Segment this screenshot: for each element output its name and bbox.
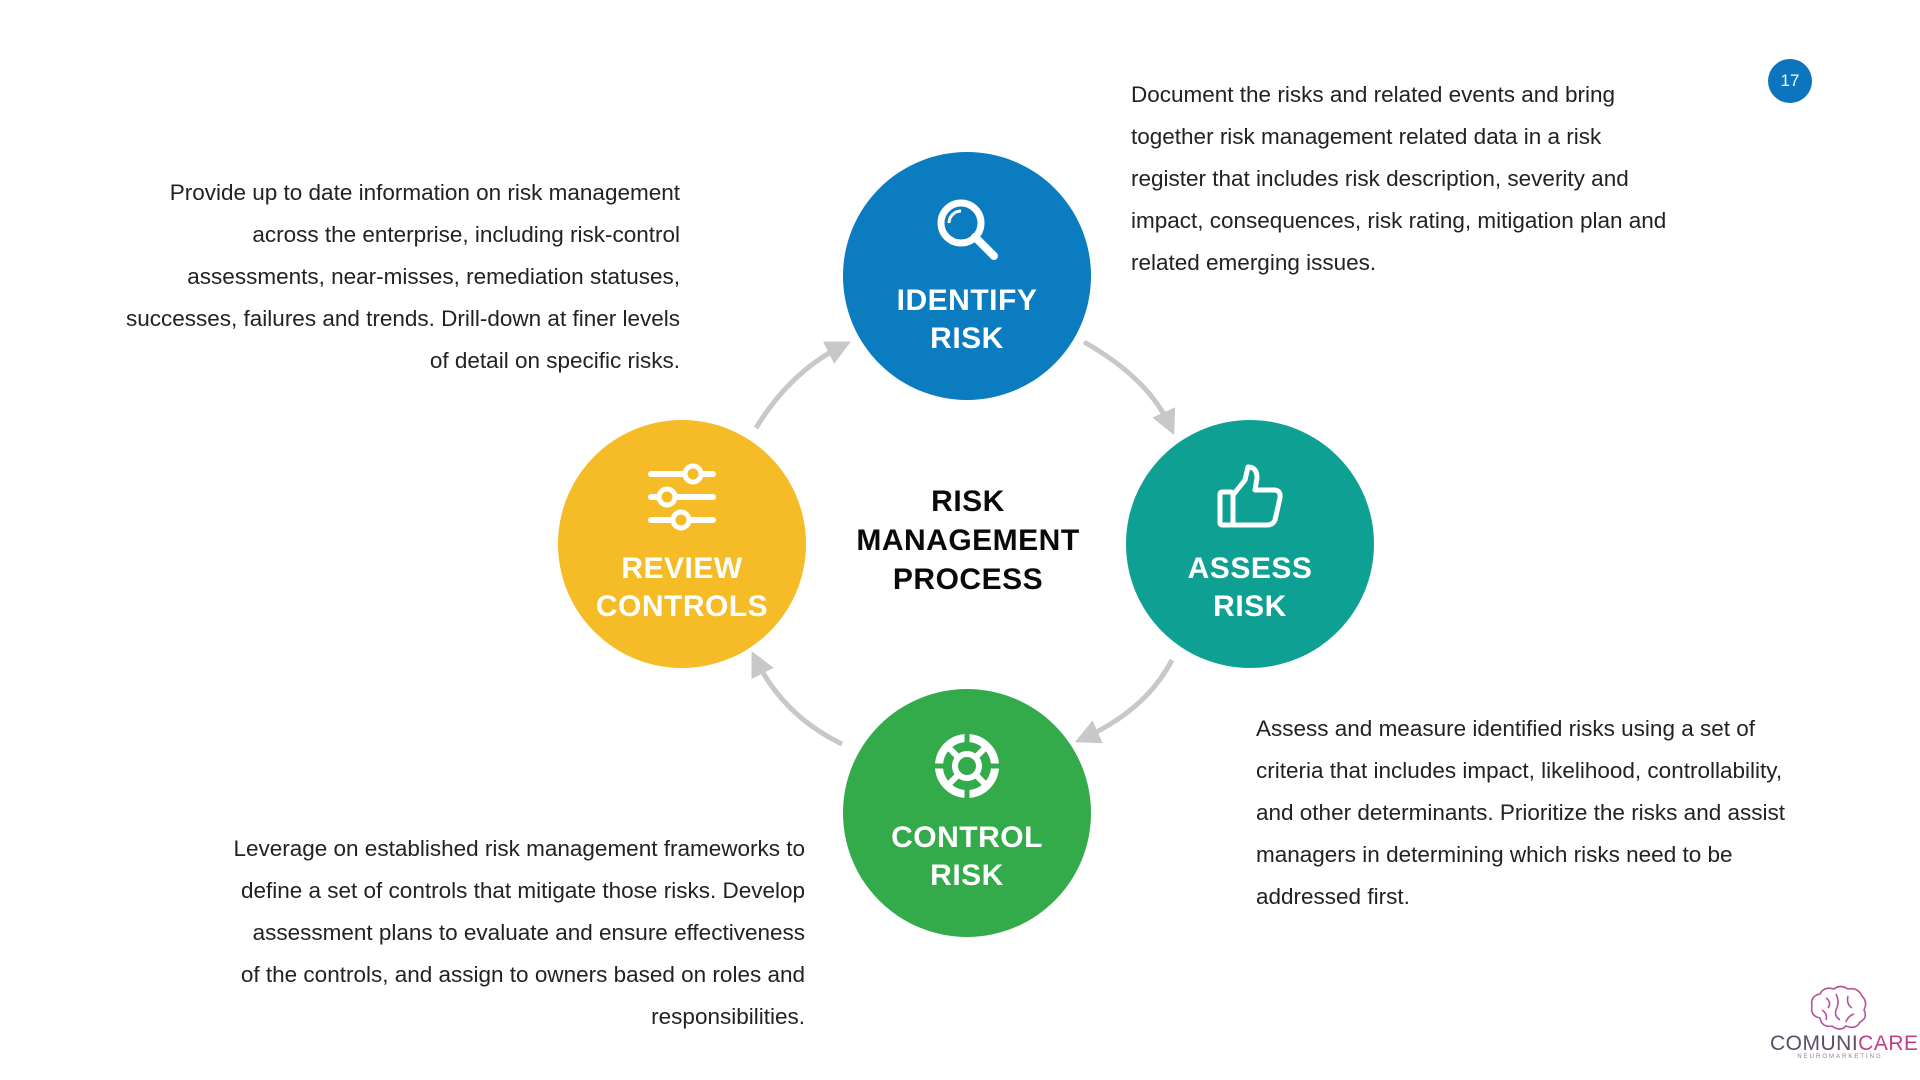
control-risk-label-line2: RISK (930, 859, 1004, 892)
sliders-icon (647, 462, 717, 532)
control-risk-circle: CONTROL RISK (843, 689, 1091, 937)
assess-risk-circle: ASSESS RISK (1126, 420, 1374, 668)
arrow-review-to-identify (753, 341, 851, 430)
center-title-line3: PROCESS (892, 563, 1044, 596)
identify-risk-circle: IDENTIFY RISK (843, 152, 1091, 400)
control-risk-label: CONTROL RISK (862, 819, 1072, 895)
identify-risk-description: Document the risks and related events an… (1131, 82, 1667, 275)
comunicare-logo: COMUNICARE NEUROMARKETING (1770, 984, 1918, 1060)
logo-tagline: NEUROMARKETING (1797, 1054, 1883, 1060)
brain-icon (1810, 985, 1867, 1030)
search-icon (932, 194, 1002, 264)
identify-risk-label-line2: RISK (930, 322, 1004, 355)
assess-risk-description: Assess and measure identified risks usin… (1256, 716, 1785, 909)
thumbs-up-icon (1215, 462, 1285, 532)
arrow-assess-to-control (1074, 658, 1175, 744)
center-title-line2: MANAGEMENT (856, 524, 1080, 557)
logo-wordmark-part2: CARE (1858, 1032, 1919, 1055)
arrow-control-to-review (751, 651, 844, 747)
logo-wordmark-part1: COMUNI (1770, 1032, 1859, 1055)
arrow-identify-to-assess (1082, 339, 1176, 436)
assess-risk-label-line1: ASSESS (1187, 552, 1313, 585)
identify-risk-label-line1: IDENTIFY (896, 284, 1038, 317)
control-risk-description: Leverage on established risk management … (233, 836, 805, 1029)
logo-wordmark: COMUNICARE (1770, 1032, 1918, 1056)
identify-risk-label: IDENTIFY RISK (862, 282, 1072, 358)
control-risk-label-line1: CONTROL (891, 821, 1043, 854)
review-controls-label-line1: REVIEW (621, 552, 743, 585)
review-controls-circle: REVIEW CONTROLS (558, 420, 806, 668)
lifebuoy-icon (932, 731, 1002, 801)
center-title: RISK MANAGEMENT PROCESS (838, 482, 1098, 599)
review-controls-label: REVIEW CONTROLS (577, 550, 787, 626)
assess-risk-label-line2: RISK (1213, 590, 1287, 623)
page-number-badge: 17 (1768, 59, 1812, 103)
assess-risk-label: ASSESS RISK (1145, 550, 1355, 626)
center-title-line1: RISK (931, 485, 1005, 518)
review-controls-label-line2: CONTROLS (595, 590, 769, 623)
review-controls-description: Provide up to date information on risk m… (126, 180, 680, 373)
